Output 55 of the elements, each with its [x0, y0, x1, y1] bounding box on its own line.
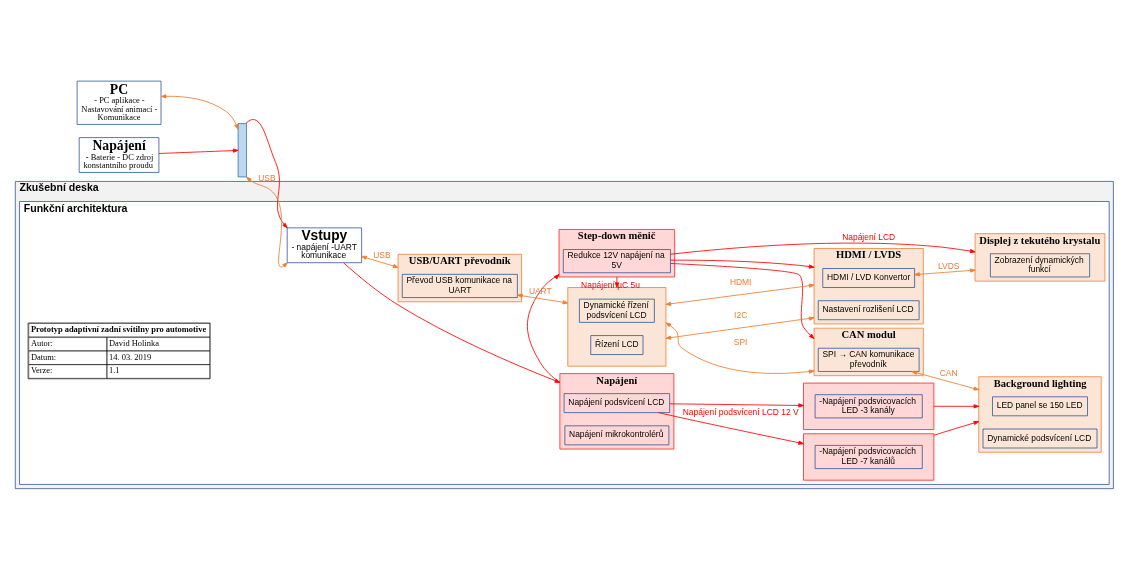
arrow [361, 255, 399, 269]
node-bar [237, 123, 247, 178]
arrow [665, 322, 815, 374]
node-box: -Napájení podsvicovacích LED -7 kanálů [814, 445, 923, 469]
arrow [670, 263, 815, 339]
arrow [933, 420, 980, 436]
label: Prototyp adaptivní zadní svítilny pro automotive [30, 323, 207, 334]
arrow [658, 412, 804, 445]
arrow [160, 94, 239, 130]
node-box: Zobrazení dynamických funkcí [990, 253, 1091, 278]
arrow [158, 148, 239, 154]
arrow [246, 176, 288, 268]
edge-label: HDMI [729, 276, 752, 287]
node-box: Dynamické podsvícení LCD [982, 428, 1098, 449]
node-box: Dynamické řízení podsvícení LCD [579, 298, 655, 323]
edge-label: UART [528, 285, 552, 296]
node-box: Napájení - Baterie - DC zdroj konstantního proudu [78, 137, 160, 173]
node-box: Nastavení rozlišení LCD [817, 300, 920, 321]
node-box: Převod USB komunikace na UART [401, 273, 518, 298]
edge-label: SPI [733, 337, 748, 348]
arrow [665, 316, 815, 340]
cluster [803, 382, 935, 430]
edge-label: CAN [939, 368, 958, 379]
arrow [670, 259, 815, 269]
label: 1.1 [109, 365, 120, 376]
edge-label: Napájení LCD [842, 231, 896, 242]
arrow [669, 403, 804, 408]
label: Autor: [30, 338, 53, 349]
node-box: -Napájení podsvicovacích LED -3 kanály [814, 394, 923, 419]
arrow [245, 119, 288, 229]
node-box: Vstupy - napájení -UART komunikace [286, 227, 363, 264]
edge-label: LVDS [937, 260, 960, 271]
edge-label: I2C [734, 309, 748, 320]
node-box: Napájení podsvícení LCD [563, 393, 671, 414]
arrow [670, 242, 976, 255]
label: 14. 03. 2019 [109, 351, 152, 362]
edge-label: Napájení podsvícení LCD 12 V [682, 407, 799, 418]
cluster [803, 433, 935, 481]
label: Datum: [30, 351, 57, 362]
node-box: LED panel se 150 LED [992, 396, 1088, 417]
arrow [911, 370, 980, 391]
arrow [933, 404, 980, 409]
node-box: Napájení mikrokontrolérů [564, 425, 670, 446]
edge-label: USB [373, 249, 391, 260]
node-box: SPI → CAN komunikace převodník [817, 347, 920, 372]
node-box: Řízení LCD [590, 335, 644, 355]
arrow [665, 283, 815, 306]
label: Verze: [30, 365, 53, 376]
label: David Holinka [109, 338, 159, 349]
node-box: Redukce 12V napájení na 5V [562, 249, 671, 274]
node-box: PC - PC aplikace - Nastavování animací - Komunikace [76, 80, 162, 125]
arrow [517, 293, 569, 305]
arrow [914, 268, 976, 277]
node-box: HDMI / LVD Konvertor [822, 268, 915, 288]
edge-label: USB [258, 173, 276, 184]
